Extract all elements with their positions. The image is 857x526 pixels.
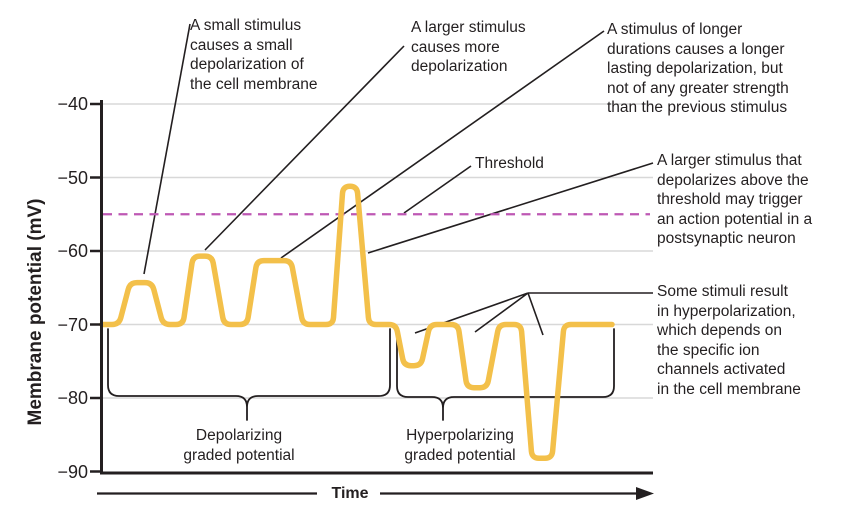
y-tick-label: −70 bbox=[57, 314, 88, 335]
annotation-above-threshold: A larger stimulus that depolarizes above… bbox=[657, 152, 813, 247]
y-axis-ticks bbox=[90, 102, 101, 473]
x-axis-label: Time bbox=[331, 485, 369, 502]
time-arrowhead-icon bbox=[636, 487, 654, 500]
hyperpolarizing-bracket bbox=[396, 328, 615, 421]
label-hyperpolarizing-graded-potential: Hyperpolarizing graded potential bbox=[404, 427, 516, 464]
y-tick-label: −80 bbox=[57, 388, 88, 408]
annotation-hyperpolarization: Some stimuli result in hyperpolarization… bbox=[657, 283, 801, 398]
annotation-threshold: Threshold bbox=[475, 155, 544, 172]
membrane-potential-trace bbox=[99, 183, 615, 462]
y-tick-label: −90 bbox=[57, 461, 88, 482]
leader-small-stimulus bbox=[143, 23, 191, 275]
y-tick-label: −40 bbox=[57, 94, 88, 114]
trace-path bbox=[99, 183, 615, 462]
brackets bbox=[107, 328, 615, 421]
leader-larger-stimulus bbox=[204, 45, 405, 251]
leader-threshold bbox=[403, 165, 472, 214]
time-arrow bbox=[97, 487, 654, 500]
y-tick-label: −50 bbox=[57, 167, 88, 188]
y-axis-label: Membrane potential (mV) bbox=[25, 198, 46, 426]
leader-longer-duration bbox=[280, 30, 605, 259]
leader-hyperpolarization bbox=[414, 292, 653, 336]
leader-above-threshold bbox=[367, 162, 654, 254]
annotation-larger-stimulus: A larger stimulus causes more depolariza… bbox=[411, 19, 526, 75]
depolarizing-bracket bbox=[107, 328, 391, 421]
axes bbox=[90, 100, 653, 475]
gridlines bbox=[101, 103, 653, 399]
label-depolarizing-graded-potential: Depolarizing graded potential bbox=[183, 427, 295, 464]
leader-lines bbox=[143, 23, 654, 336]
annotation-longer-duration: A stimulus of longer durations causes a … bbox=[607, 21, 789, 116]
annotation-small-stimulus: A small stimulus causes a small depolari… bbox=[190, 17, 318, 93]
y-tick-label: −60 bbox=[57, 241, 88, 261]
